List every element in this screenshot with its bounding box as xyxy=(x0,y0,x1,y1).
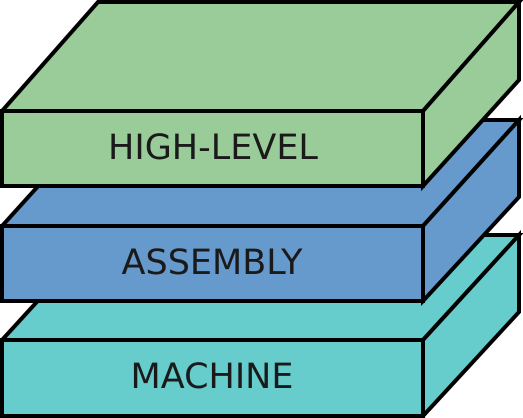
layer-high-level-label: HIGH-LEVEL xyxy=(108,128,318,168)
layer-assembly-front-face xyxy=(0,224,425,303)
layer-high-level: HIGH-LEVEL xyxy=(0,0,523,192)
layer-high-level-front-face xyxy=(0,109,425,188)
layer-assembly-label: ASSEMBLY xyxy=(122,243,304,283)
layer-machine-label: MACHINE xyxy=(131,357,294,397)
layer-machine-front-face xyxy=(0,338,425,418)
